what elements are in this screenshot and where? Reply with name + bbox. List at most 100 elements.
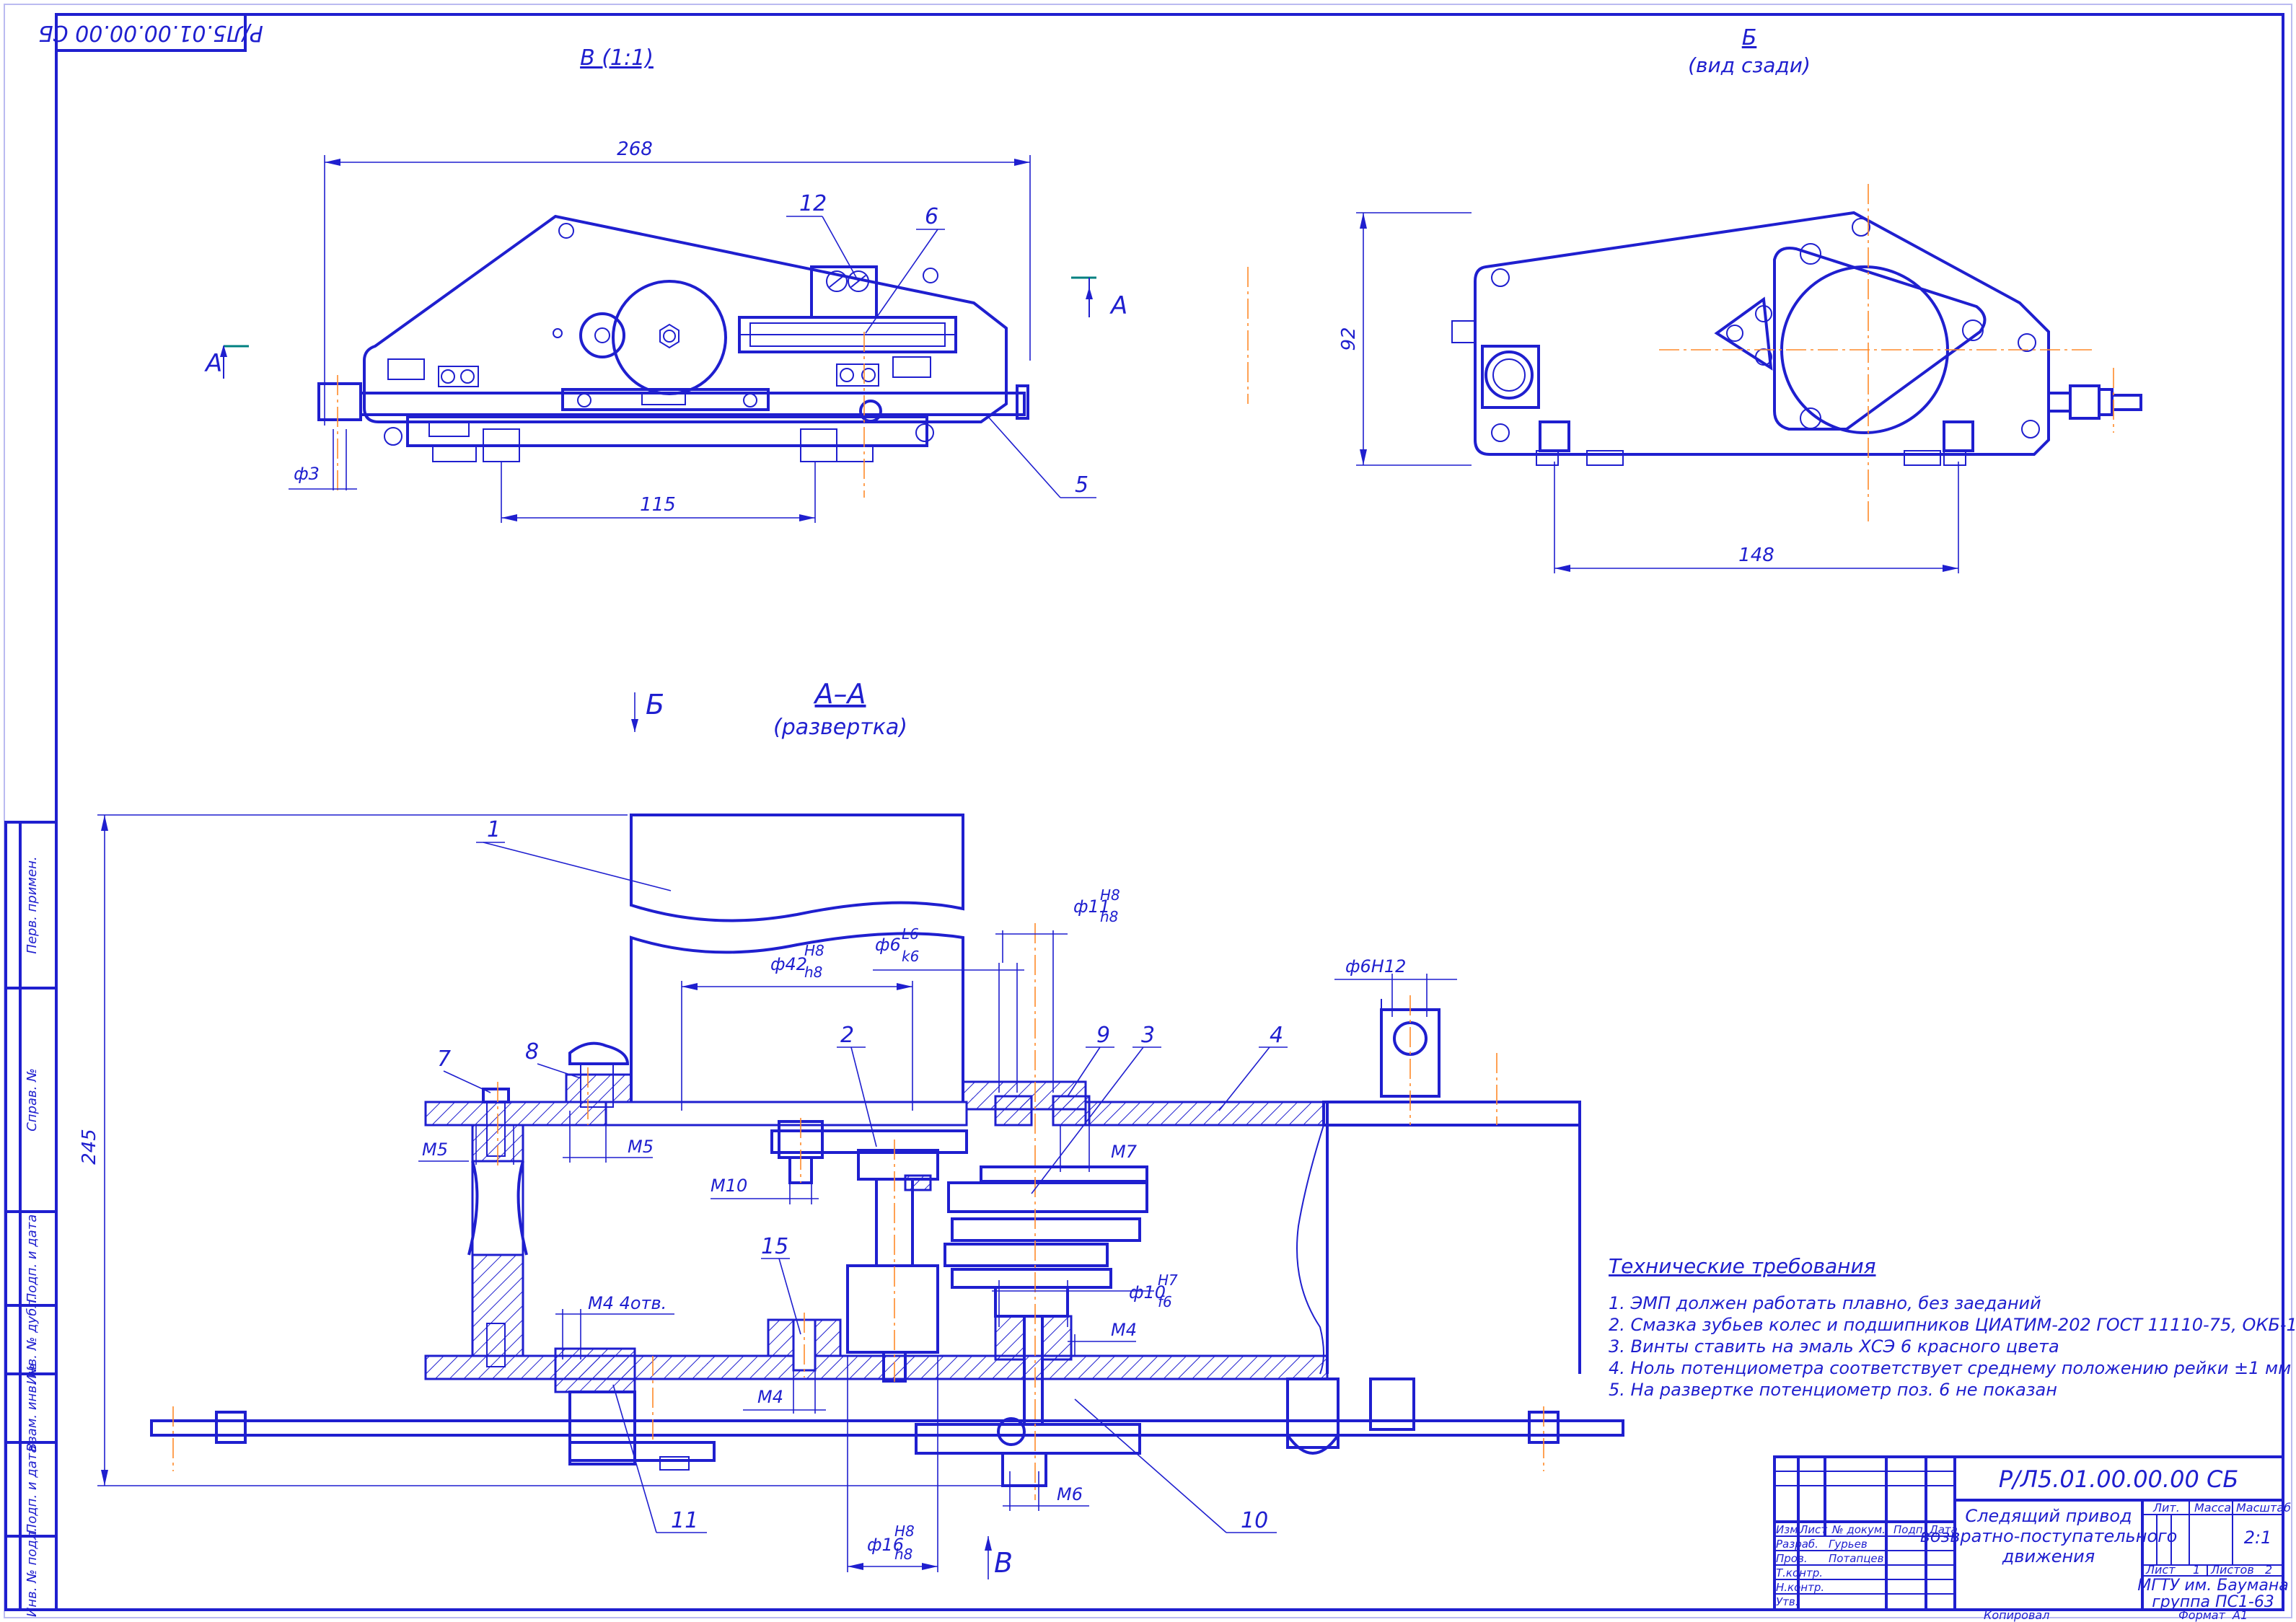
- tb-lit: Лит.: [2152, 1501, 2180, 1515]
- dim-6: ф6: [875, 935, 901, 955]
- dim-16-fit-top: H8: [894, 1522, 915, 1540]
- tb-col-list: Лист: [1799, 1523, 1828, 1536]
- tb-masshtab: Масштаб: [2236, 1501, 2291, 1515]
- dim-148: 148: [1738, 545, 1774, 566]
- arrow-v: В: [994, 1547, 1013, 1579]
- dim-m6: M6: [1057, 1484, 1083, 1504]
- tb-code: Р/Л5.01.00.00.00 СБ: [1999, 1465, 2239, 1493]
- tb-name-prov: Потапцев: [1829, 1552, 1884, 1565]
- tb-col-date: Дата: [1929, 1523, 1958, 1536]
- part-3: 3: [1141, 1023, 1155, 1048]
- tb-name-2: возвратно-поступательного: [1920, 1526, 2178, 1546]
- arrow-b: Б: [646, 689, 664, 720]
- tb-format: A1: [2232, 1608, 2248, 1622]
- tb-name-1: Следящий привод: [1965, 1506, 2132, 1526]
- dim-m4-holes: M4 4отв.: [588, 1293, 667, 1313]
- tb-col-doc: № докум.: [1831, 1523, 1886, 1536]
- tb-row-utv: Утв.: [1776, 1595, 1799, 1608]
- dim-268: 268: [617, 138, 653, 160]
- view-b: Б (вид сзади) 92: [1338, 25, 2142, 573]
- strip-label-2: Подп. и дата: [25, 1215, 40, 1303]
- tech-item-3: 3. Винты ставить на эмаль ХСЭ 6 красного…: [1609, 1336, 2059, 1357]
- dim-6-fit-bot: k6: [902, 948, 919, 965]
- part-6: 6: [925, 204, 938, 229]
- part-10: 10: [1241, 1508, 1268, 1533]
- part-5: 5: [1075, 472, 1088, 498]
- dim-11-fit-top: H8: [1100, 886, 1120, 904]
- dim-10-fit-bot: f6: [1158, 1293, 1172, 1310]
- dim-245: 245: [79, 1129, 100, 1165]
- strip-label-5: Подп. и дата: [25, 1445, 40, 1534]
- tb-copied: Копировал: [1984, 1608, 2049, 1622]
- tech-item-1: 1. ЭМП должен работать плавно, без заеда…: [1609, 1293, 2041, 1313]
- strip-label-6: Инв. № подл.: [25, 1528, 40, 1617]
- dim-m10: M10: [711, 1176, 747, 1196]
- view-b-subtitle: (вид сзади): [1688, 53, 1811, 77]
- tech-requirements: Технические требования 1. ЭМП должен раб…: [1609, 1254, 2296, 1400]
- section-aa: А–А (развертка) Б 245 1: [79, 678, 1624, 1579]
- part-15: 15: [761, 1234, 788, 1259]
- part-1: 1: [487, 817, 501, 842]
- tb-row-nkontr: Н.контр.: [1776, 1581, 1824, 1594]
- tb-row-razrab: Разраб.: [1776, 1538, 1818, 1551]
- tb-org-1: МГТУ им. Баумана: [2137, 1577, 2289, 1595]
- tech-item-5: 5. На развертке потенциометр поз. 6 не п…: [1609, 1380, 2057, 1400]
- dim-m5-right: M5: [628, 1137, 654, 1157]
- dim-92: 92: [1338, 327, 1360, 351]
- tech-item-4: 4. Ноль потенциометра соответствует сред…: [1609, 1358, 2291, 1378]
- tb-name-3: движения: [2002, 1546, 2095, 1566]
- strip-label-0: Перв. примен.: [25, 856, 40, 953]
- top-left-stamp: Р/Л5.01.00.00.00 СБ: [38, 13, 263, 52]
- dim-11: ф11: [1073, 896, 1110, 917]
- strip-label-4: Взам. инв. №: [25, 1364, 40, 1452]
- dim-16: ф16: [867, 1535, 904, 1555]
- view-v: В (1:1) 268: [204, 45, 1249, 523]
- tech-item-2: 2. Смазка зубьев колес и подшипников ЦИА…: [1609, 1315, 2296, 1335]
- dim-m5-left: M5: [422, 1140, 448, 1160]
- part-8: 8: [525, 1039, 539, 1065]
- dim-42-fit-top: H8: [804, 942, 824, 959]
- dim-3: ф3: [294, 464, 320, 484]
- dim-10: ф10: [1129, 1282, 1166, 1303]
- tb-scale: 2:1: [2244, 1528, 2272, 1548]
- tb-sheets-no: 2: [2265, 1563, 2272, 1577]
- tech-title: Технические требования: [1609, 1254, 1876, 1278]
- tb-col-izm: Изм.: [1776, 1523, 1801, 1536]
- left-strip: Перв. примен. Справ. № Подп. и дата Инв.…: [4, 821, 58, 1617]
- dim-11-fit-bot: h8: [1100, 908, 1118, 925]
- stamp-code: Р/Л5.01.00.00.00 СБ: [38, 20, 263, 45]
- tb-row-tkontr: Т.контр.: [1776, 1566, 1823, 1579]
- view-b-title: Б: [1742, 25, 1757, 50]
- dim-6h12: ф6H12: [1345, 956, 1406, 977]
- dim-42-fit-bot: h8: [804, 964, 822, 981]
- part-11: 11: [671, 1508, 698, 1533]
- dim-10-fit-top: H7: [1158, 1271, 1178, 1289]
- dim-m4-b: M4: [1111, 1320, 1137, 1340]
- tb-sheets-label: Листов: [2210, 1563, 2254, 1577]
- tb-massa: Масса: [2194, 1501, 2231, 1515]
- section-title: А–А: [813, 678, 866, 710]
- strip-label-3: Инв. № дубл.: [25, 1295, 40, 1384]
- cut-a-left: А: [204, 349, 222, 378]
- dim-16-fit-bot: h8: [894, 1546, 912, 1563]
- tb-name-razrab: Гурьев: [1829, 1538, 1868, 1551]
- dim-m7: M7: [1111, 1142, 1138, 1162]
- part-7: 7: [437, 1046, 451, 1072]
- part-4: 4: [1270, 1023, 1283, 1048]
- tb-sheet-no: 1: [2193, 1563, 2200, 1577]
- tb-row-prov: Пров.: [1776, 1552, 1808, 1565]
- cut-a-right: А: [1109, 291, 1127, 320]
- part-2: 2: [840, 1023, 854, 1048]
- dim-6-fit-top: L6: [902, 925, 919, 943]
- tb-format-label: Формат: [2178, 1608, 2226, 1622]
- dim-42: ф42: [770, 954, 807, 974]
- title-block: Р/Л5.01.00.00.00 СБ Следящий привод возв…: [1773, 1455, 2291, 1622]
- sheet-frame: [55, 13, 2284, 1611]
- sheet-outer: [4, 4, 2292, 1618]
- dim-m4-a: M4: [757, 1387, 783, 1407]
- tb-sheet-label: Лист: [2145, 1563, 2176, 1577]
- section-subtitle: (развертка): [773, 715, 907, 740]
- part-12: 12: [799, 191, 827, 216]
- strip-label-1: Справ. №: [25, 1068, 40, 1132]
